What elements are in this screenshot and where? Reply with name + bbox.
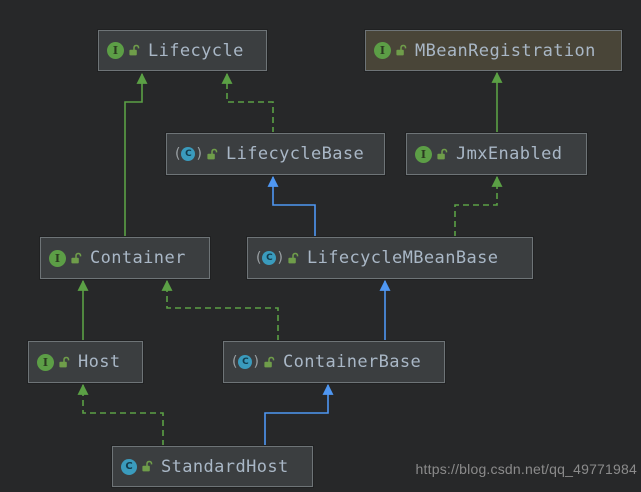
edge-lifecyclembeanbase-extends-lifecyclebase[interactable] <box>267 175 316 237</box>
class-name-label: Lifecycle <box>148 40 244 61</box>
unlocked-padlock-icon <box>128 44 141 57</box>
unlocked-padlock-icon <box>141 460 154 473</box>
unlocked-padlock-icon <box>436 148 449 161</box>
unlocked-padlock-icon <box>263 356 276 369</box>
class-name-label: LifecycleMBeanBase <box>306 248 499 268</box>
class-name-label: LifecycleBase <box>225 144 365 164</box>
abstract-class-icon: (C) <box>232 354 259 370</box>
node-lifecyclembeanbase[interactable]: (C) LifecycleMBeanBase <box>247 237 533 279</box>
class-name-label: MBeanRegistration <box>415 40 596 61</box>
node-lifecyclebase[interactable]: (C) LifecycleBase <box>166 133 385 175</box>
class-name-label: Container <box>90 248 186 268</box>
csdn-watermark: https://blog.csdn.net/qq_49771984 <box>415 461 637 477</box>
interface-icon: I <box>49 249 66 267</box>
class-name-label: Host <box>78 352 121 372</box>
abstract-class-icon: (C) <box>256 250 283 266</box>
edge-lifecyclebase-implements-lifecycle[interactable] <box>221 72 274 133</box>
node-containerbase[interactable]: (C) ContainerBase <box>223 341 445 383</box>
edge-container-extends-lifecycle[interactable] <box>124 72 148 237</box>
unlocked-padlock-icon <box>395 44 408 57</box>
node-jmxenabled[interactable]: I JmxEnabled <box>406 133 587 175</box>
node-host[interactable]: I Host <box>28 341 143 383</box>
edge-lifecyclembeanbase-implements-jmxenabled[interactable] <box>454 175 503 237</box>
interface-icon: I <box>37 353 54 371</box>
node-lifecycle[interactable]: I Lifecycle <box>98 30 267 71</box>
unlocked-padlock-icon <box>206 148 219 161</box>
unlocked-padlock-icon <box>70 252 83 265</box>
node-container[interactable]: I Container <box>40 237 210 279</box>
edge-containerbase-implements-container[interactable] <box>161 279 279 341</box>
unlocked-padlock-icon <box>287 252 300 265</box>
class-name-label: JmxEnabled <box>456 144 563 164</box>
interface-icon: I <box>374 42 391 59</box>
class-name-label: StandardHost <box>161 456 289 477</box>
node-standardhost[interactable]: C StandardHost <box>112 446 313 487</box>
interface-icon: I <box>107 42 124 59</box>
abstract-class-icon: (C) <box>175 146 202 162</box>
interface-icon: I <box>415 145 432 163</box>
unlocked-padlock-icon <box>58 356 71 369</box>
node-mbeanregistration[interactable]: I MBeanRegistration <box>365 30 622 71</box>
class-icon: C <box>121 458 137 475</box>
edge-standardhost-implements-host[interactable] <box>77 383 164 446</box>
class-name-label: ContainerBase <box>282 352 422 372</box>
edge-standardhost-extends-containerbase[interactable] <box>264 383 334 446</box>
